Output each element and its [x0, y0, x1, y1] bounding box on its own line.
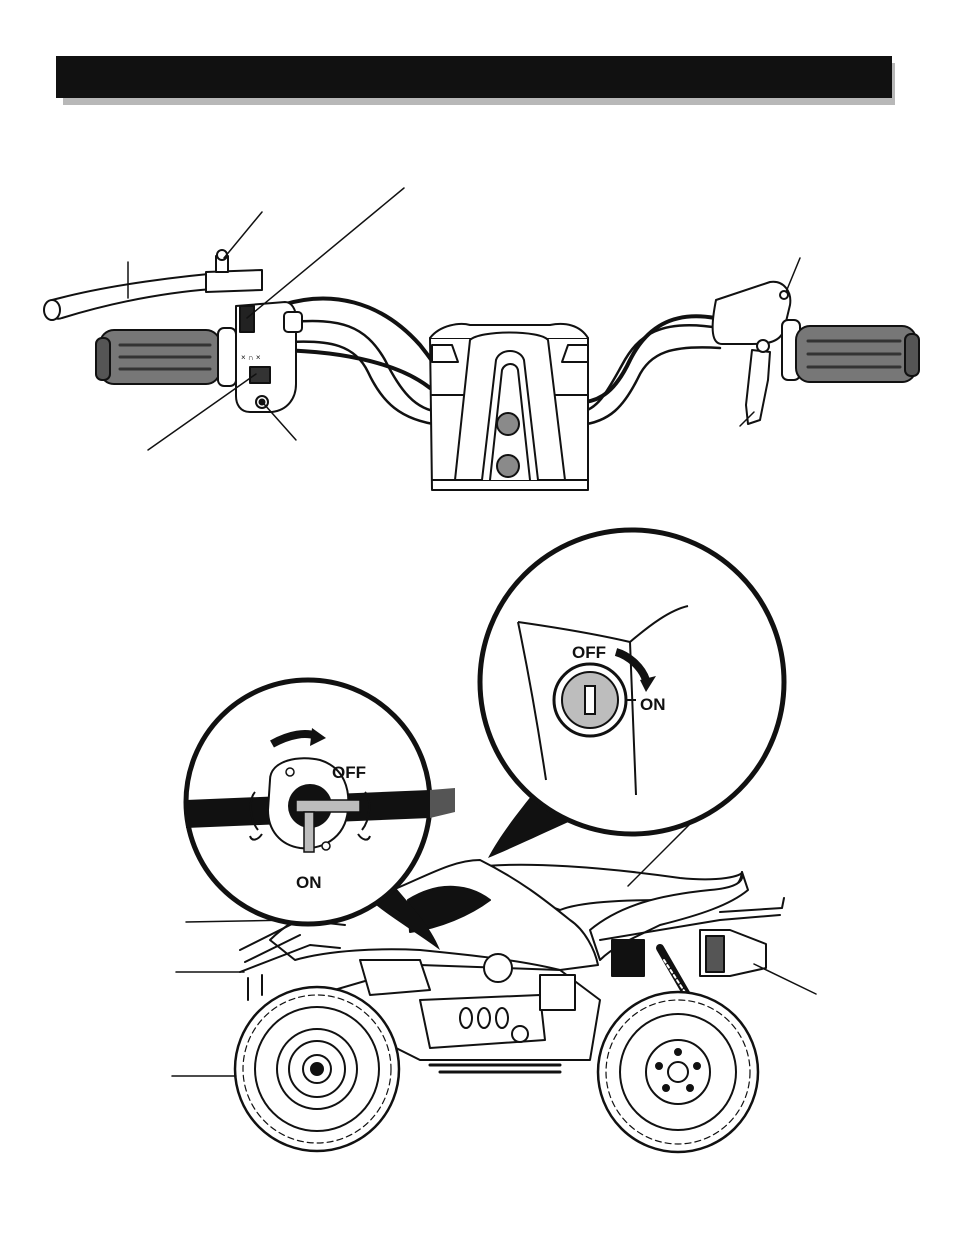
left-grip	[95, 327, 237, 387]
fuel-off-label: OFF	[332, 763, 366, 782]
handlebar-tube	[288, 319, 442, 427]
rear-suspension	[599, 897, 785, 1004]
right-throttle-housing	[711, 280, 792, 425]
ignition-inset: OFF ON	[477, 527, 787, 858]
left-brake-lever	[48, 271, 233, 320]
front-wheel	[233, 985, 401, 1153]
handlebar-diagram: × ∩ ×	[43, 187, 920, 491]
right-grip	[781, 319, 920, 383]
turn-arrow-icon	[614, 648, 650, 682]
fuel-valve-lever	[295, 799, 361, 813]
rear-wheel	[596, 990, 760, 1154]
throttle-cable	[280, 296, 457, 397]
handlebar-center-cover	[429, 322, 589, 491]
atv-side-view	[171, 809, 817, 1154]
handlebar-callout-lines	[127, 187, 801, 451]
header-bar	[56, 56, 892, 98]
rear-fender	[589, 871, 749, 961]
ignition-off-label: OFF	[572, 643, 606, 662]
fuel-on-label: ON	[296, 873, 322, 892]
svg-text:× ∩ ×: × ∩ ×	[241, 353, 261, 362]
left-switch-housing: × ∩ ×	[235, 301, 303, 413]
ignition-on-label: ON	[640, 695, 666, 714]
fuel-valve-inset: OFF ON	[183, 677, 455, 950]
